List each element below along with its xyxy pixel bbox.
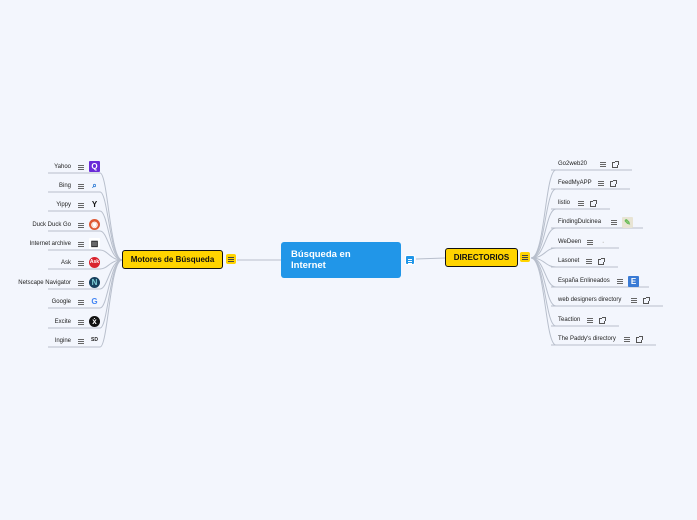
leaf-notes-icon[interactable] xyxy=(78,281,84,286)
connector-right-leaf xyxy=(530,257,557,307)
yahoo-logo-icon[interactable]: Q xyxy=(89,161,100,172)
connector-right-leaf xyxy=(530,257,557,346)
enlineados-logo-icon[interactable]: E xyxy=(628,276,639,287)
branch-directorios-label: DIRECTORIOS xyxy=(453,253,510,262)
leaf-notes-icon[interactable] xyxy=(578,201,584,206)
leaf-notes-icon[interactable] xyxy=(611,220,617,225)
connector-left-leaf xyxy=(99,259,123,348)
leaf-notes-icon[interactable] xyxy=(78,320,84,325)
leaf-label-right[interactable]: España Enlineados xyxy=(558,278,610,284)
central-topic-line-2: Internet xyxy=(291,260,326,271)
connector-left-leaf xyxy=(99,210,123,261)
leaf-notes-icon[interactable] xyxy=(78,184,84,189)
leaf-label-right[interactable]: listio xyxy=(558,200,571,206)
leaf-label-left[interactable]: Netscape Navigator xyxy=(18,280,71,286)
external-link-icon[interactable] xyxy=(610,180,617,187)
leaf-notes-icon[interactable] xyxy=(78,339,84,344)
external-link-icon[interactable] xyxy=(590,200,597,207)
leaf-label-right[interactable]: FindingDulcinea xyxy=(558,219,602,225)
leaf-notes-icon[interactable] xyxy=(78,261,84,266)
motores-notes-icon[interactable] xyxy=(226,254,236,264)
external-link-icon[interactable] xyxy=(643,297,650,304)
leaf-notes-icon[interactable] xyxy=(78,203,84,208)
sd-logo-icon[interactable]: SD xyxy=(91,337,98,343)
yippy-logo-icon[interactable]: Y xyxy=(91,200,98,209)
leaf-notes-icon[interactable] xyxy=(631,298,637,303)
connector-right-leaf xyxy=(530,169,557,259)
central-notes-icon[interactable] xyxy=(405,255,415,265)
external-link-icon[interactable] xyxy=(636,336,643,343)
branch-directorios[interactable]: DIRECTORIOS xyxy=(445,248,518,267)
external-link-icon[interactable] xyxy=(599,317,606,324)
leaf-label-left[interactable]: Ask xyxy=(60,260,71,266)
external-link-icon[interactable] xyxy=(598,258,605,265)
branch-motores-label: Motores de Búsqueda xyxy=(130,255,215,264)
leaf-label-left[interactable]: Excite xyxy=(54,319,71,325)
leaf-notes-icon[interactable] xyxy=(587,240,593,245)
leaf-notes-icon[interactable] xyxy=(600,162,606,167)
leaf-notes-icon[interactable] xyxy=(598,181,604,186)
leaf-label-right[interactable]: FeedMyAPP xyxy=(558,180,592,186)
directorios-notes-icon[interactable] xyxy=(520,252,530,262)
leaf-label-right[interactable]: The Paddy's directory xyxy=(558,336,616,342)
leaf-label-right[interactable]: web designers directory xyxy=(558,297,622,303)
leaf-label-right[interactable]: Lasonet xyxy=(558,258,580,264)
leaf-notes-icon[interactable] xyxy=(617,279,623,284)
leaf-label-left[interactable]: Duck Duck Go xyxy=(32,222,71,228)
bing-search-icon[interactable]: ⌕ xyxy=(92,181,97,190)
leaf-label-left[interactable]: Bing xyxy=(58,183,71,189)
leaf-label-left[interactable]: Internet archive xyxy=(29,241,71,247)
leaf-label-left[interactable]: Google xyxy=(51,299,71,305)
netscape-logo-icon[interactable]: N xyxy=(89,277,100,288)
leaf-notes-icon[interactable] xyxy=(586,259,592,264)
excite-logo-icon[interactable]: ẋ xyxy=(89,316,100,327)
leaf-notes-icon[interactable] xyxy=(78,223,84,228)
leaf-label-right[interactable]: WeDeen xyxy=(558,239,582,245)
duckduckgo-logo-icon[interactable]: ◉ xyxy=(89,219,100,230)
google-logo-icon[interactable]: G xyxy=(91,297,98,306)
connector-central-right xyxy=(415,257,446,260)
connector-right-leaf xyxy=(530,208,557,259)
leaf-label-left[interactable]: Yippy xyxy=(56,202,71,208)
connector-left-leaf xyxy=(99,230,123,261)
central-topic-line-1: Búsqueda en xyxy=(291,249,351,260)
leaf-notes-icon[interactable] xyxy=(78,300,84,305)
branch-motores-de-busqueda[interactable]: Motores de Búsqueda xyxy=(122,250,223,269)
leaf-notes-icon[interactable] xyxy=(624,337,630,342)
dulcinea-logo-icon[interactable]: ✎ xyxy=(622,217,633,228)
wedeen-logo-icon[interactable]: · xyxy=(602,238,605,247)
external-link-icon[interactable] xyxy=(612,161,619,168)
connector-left-leaf xyxy=(99,172,123,261)
leaf-label-right[interactable]: Go2web20 xyxy=(558,161,588,167)
ask-logo-icon[interactable]: Ask xyxy=(89,257,100,268)
connector-right-leaf xyxy=(530,227,557,259)
central-topic[interactable]: Búsqueda en Internet xyxy=(281,242,401,278)
leaf-label-right[interactable]: Teaction xyxy=(558,317,581,323)
leaf-notes-icon[interactable] xyxy=(78,165,84,170)
leaf-notes-icon[interactable] xyxy=(587,318,593,323)
leaf-label-left[interactable]: lngine xyxy=(54,338,71,344)
leaf-notes-icon[interactable] xyxy=(78,242,84,247)
leaf-label-left[interactable]: Yahoo xyxy=(54,164,71,170)
internet-archive-logo-icon[interactable]: ▥ xyxy=(89,238,100,249)
